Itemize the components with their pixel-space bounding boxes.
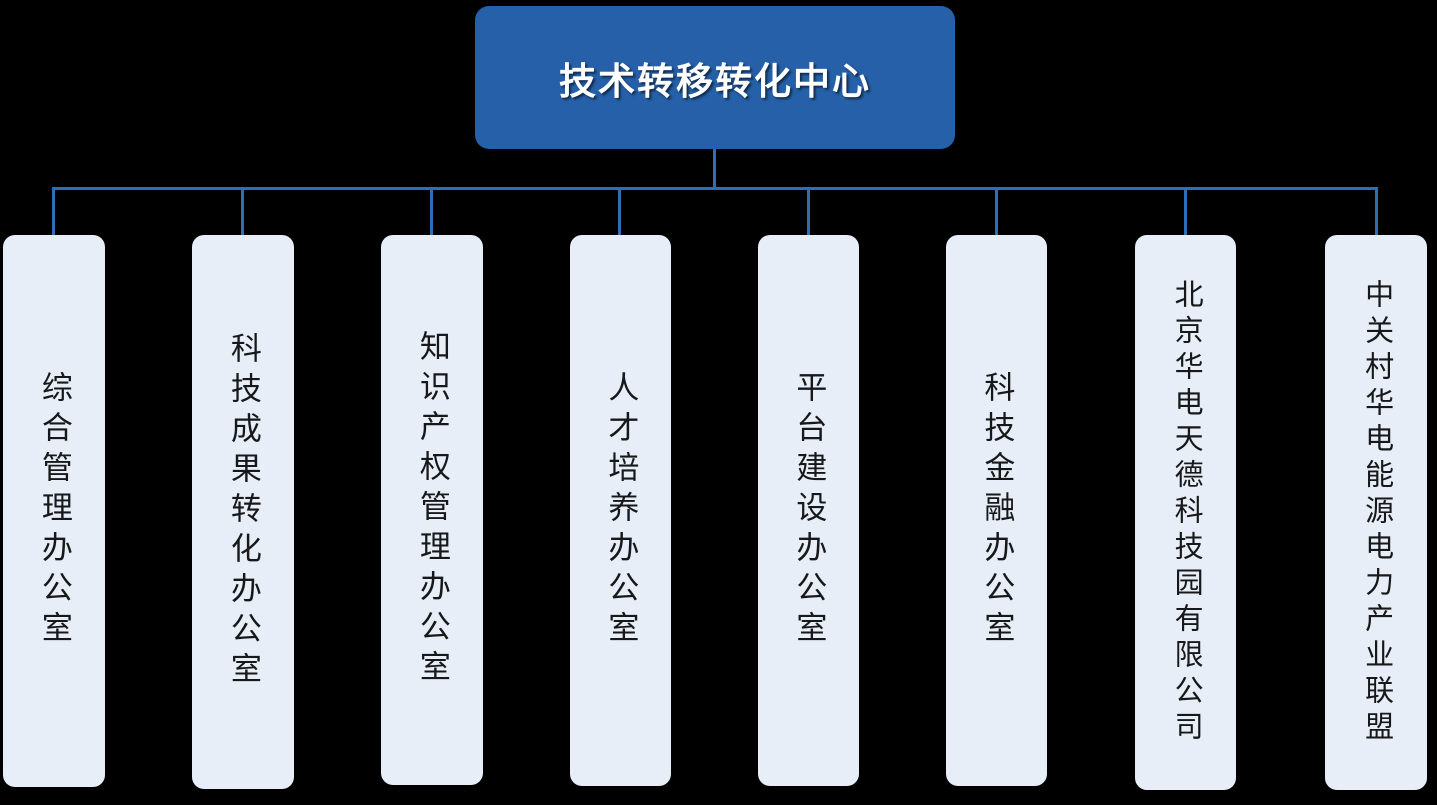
connector-drop-6 <box>995 187 998 236</box>
connector-drop-8 <box>1375 187 1378 236</box>
child-node-7[interactable]: 北京华电天德科技园有限公司 <box>1135 235 1236 790</box>
connector-horizontal-bus <box>53 187 1378 190</box>
root-node-technology-transfer-center[interactable]: 技术转移转化中心 <box>475 6 955 149</box>
child-node-5[interactable]: 平台建设办公室 <box>758 235 859 786</box>
child-node-2[interactable]: 科技成果转化办公室 <box>192 235 294 789</box>
child-node-6-label: 科技金融办公室 <box>979 370 1015 651</box>
child-node-4-label: 人才培养办公室 <box>603 370 639 651</box>
child-node-3[interactable]: 知识产权管理办公室 <box>381 235 483 785</box>
child-node-5-label: 平台建设办公室 <box>791 370 827 651</box>
connector-drop-1 <box>52 187 55 236</box>
child-node-7-label: 北京华电天德科技园有限公司 <box>1170 278 1203 747</box>
child-node-4[interactable]: 人才培养办公室 <box>570 235 671 786</box>
child-node-3-label: 知识产权管理办公室 <box>414 330 450 690</box>
connector-drop-7 <box>1184 187 1187 236</box>
child-node-1[interactable]: 综合管理办公室 <box>3 235 105 787</box>
connector-drop-4 <box>618 187 621 236</box>
connector-drop-2 <box>241 187 244 236</box>
connector-drop-5 <box>807 187 810 236</box>
child-node-6[interactable]: 科技金融办公室 <box>946 235 1047 786</box>
child-node-1-label: 综合管理办公室 <box>36 371 72 651</box>
connector-root-stem <box>713 149 716 189</box>
child-node-8[interactable]: 中关村华电能源电力产业联盟 <box>1325 235 1427 790</box>
root-node-label: 技术转移转化中心 <box>559 60 871 102</box>
child-node-8-label: 中关村华电能源电力产业联盟 <box>1360 278 1393 747</box>
child-node-2-label: 科技成果转化办公室 <box>225 332 261 692</box>
connector-drop-3 <box>430 187 433 236</box>
